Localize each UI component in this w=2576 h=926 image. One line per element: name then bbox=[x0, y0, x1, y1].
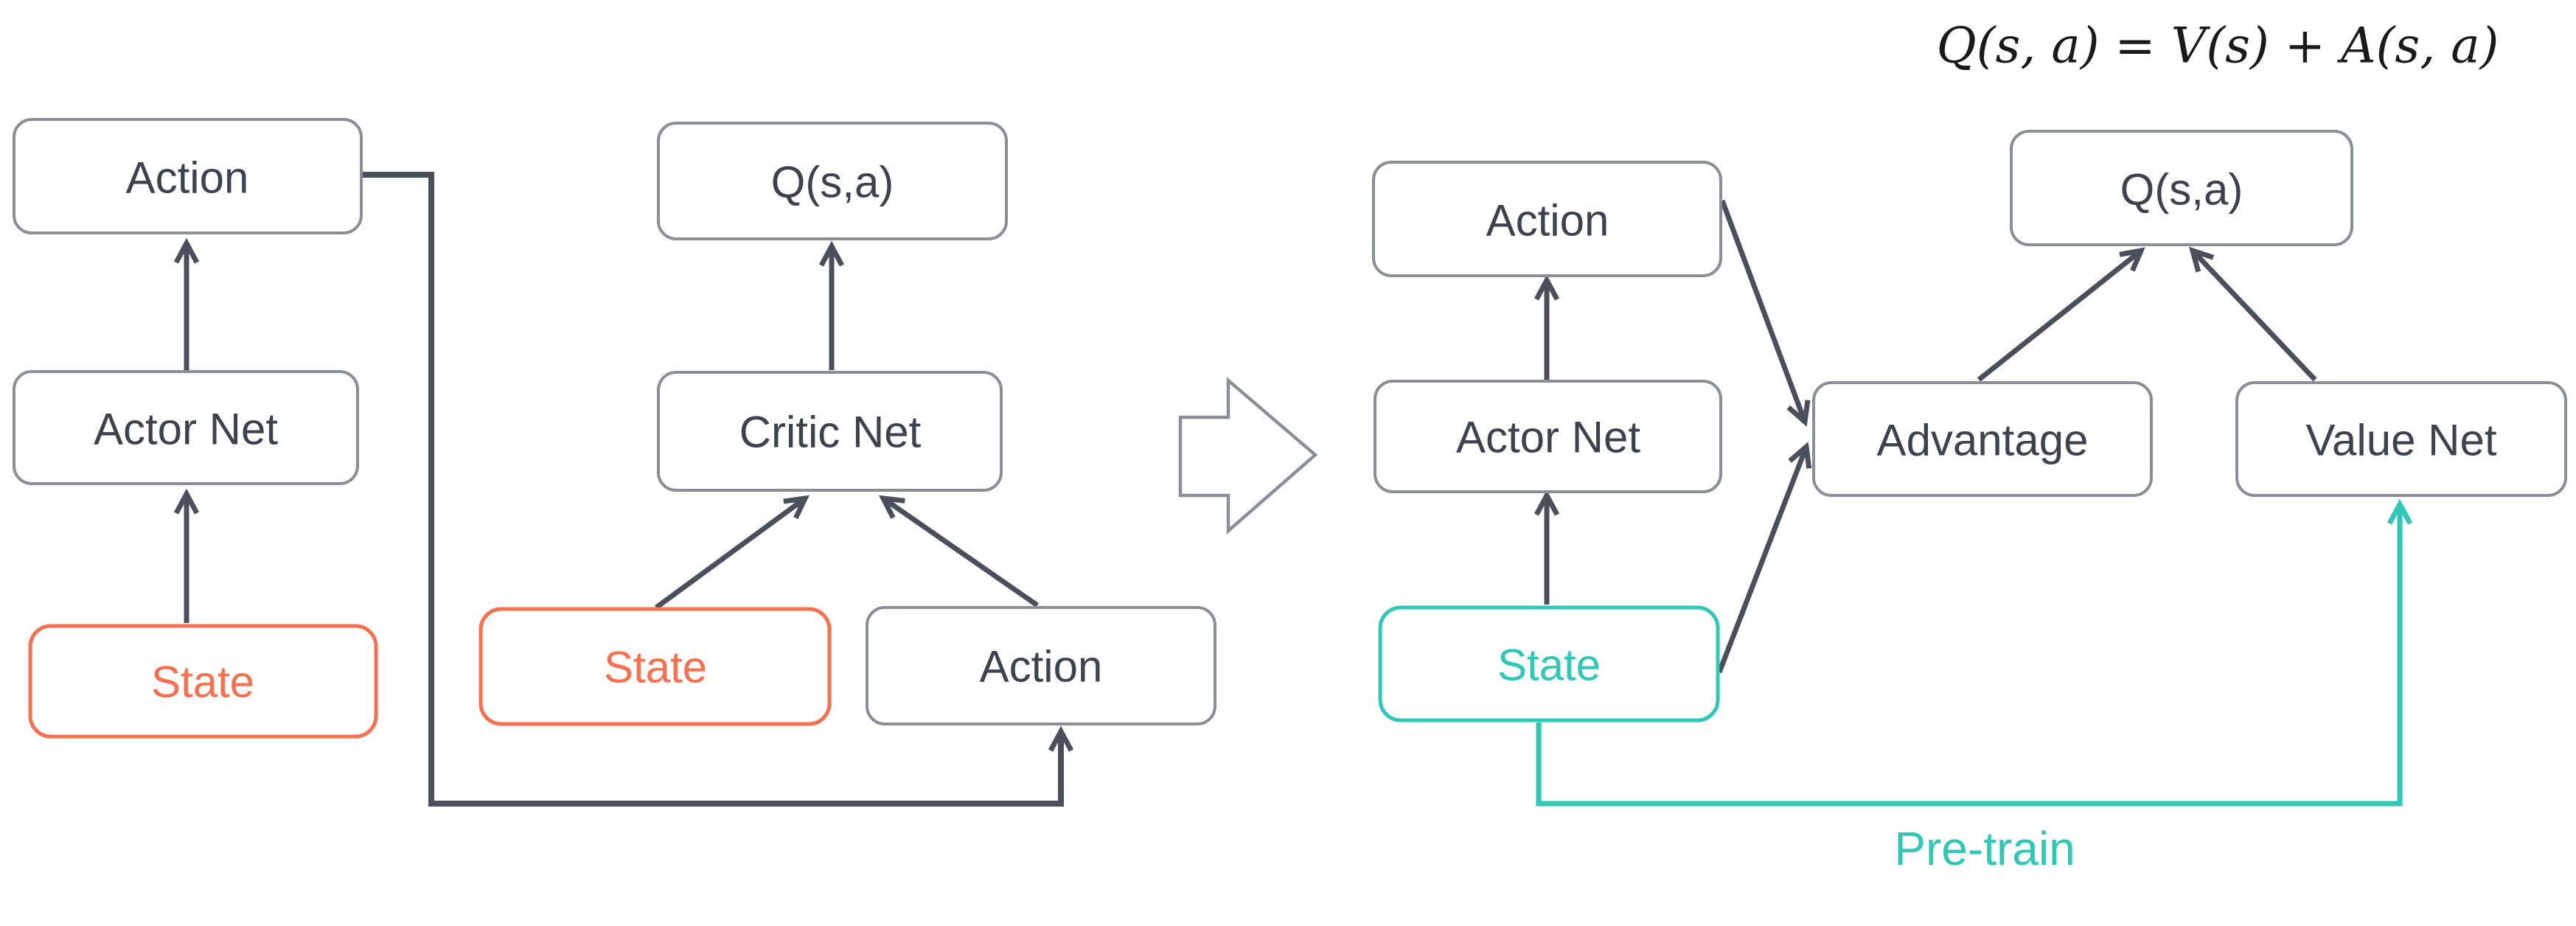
arrow-action-to-advantage bbox=[1719, 199, 1811, 427]
middle-q-label: Q(s,a) bbox=[771, 158, 894, 207]
node-advantage: Advantage bbox=[1812, 381, 2153, 497]
advantage-label: Advantage bbox=[1877, 416, 2089, 465]
node-left-state: State bbox=[28, 624, 378, 739]
node-right-action: Action bbox=[1372, 161, 1722, 277]
middle-q-box bbox=[657, 122, 1008, 240]
arrow-value-net-to-q bbox=[2188, 246, 2317, 382]
left-state-box bbox=[28, 624, 378, 739]
right-q-box bbox=[2010, 130, 2353, 246]
arrow-action-feed-to-critic-action bbox=[363, 172, 1074, 807]
right-q-label: Q(s,a) bbox=[2120, 165, 2243, 215]
arrow-state-to-critic-net bbox=[654, 495, 810, 610]
right-actor-net-label: Actor Net bbox=[1456, 413, 1640, 462]
left-action-box bbox=[13, 118, 363, 234]
pretrain-label: Pre-train bbox=[1894, 822, 2075, 875]
left-state-label: State bbox=[151, 658, 254, 707]
node-left-actor-net: Actor Net bbox=[13, 370, 359, 485]
right-action-box bbox=[1372, 161, 1722, 277]
right-action-label: Action bbox=[1486, 196, 1609, 246]
q-decomposition-equation: Q(s, a) = V(s) + A(s, a) bbox=[1937, 18, 2499, 74]
arrow-action-to-critic-net bbox=[878, 495, 1039, 608]
transform-right-arrow-icon bbox=[1178, 377, 1318, 535]
right-state-box bbox=[1378, 605, 1720, 723]
middle-state-box bbox=[478, 607, 832, 726]
node-middle-q: Q(s,a) bbox=[657, 122, 1008, 240]
left-actor-net-box bbox=[13, 370, 359, 485]
node-right-state: State bbox=[1378, 605, 1720, 723]
arrow-state-to-advantage bbox=[1716, 442, 1812, 674]
middle-action-box bbox=[866, 606, 1216, 725]
middle-critic-net-box bbox=[657, 371, 1003, 492]
right-actor-net-box bbox=[1374, 380, 1722, 493]
arrow-advantage-to-q bbox=[1977, 247, 2145, 382]
node-left-action: Action bbox=[13, 118, 363, 234]
node-value-net: Value Net bbox=[2235, 381, 2567, 497]
node-middle-action: Action bbox=[866, 606, 1216, 725]
middle-action-label: Action bbox=[980, 642, 1103, 692]
node-middle-critic-net: Critic Net bbox=[657, 371, 1003, 492]
left-actor-net-label: Actor Net bbox=[94, 405, 278, 454]
node-middle-state: State bbox=[478, 607, 832, 726]
value-net-box bbox=[2235, 381, 2567, 497]
advantage-box bbox=[1812, 381, 2153, 497]
middle-critic-net-label: Critic Net bbox=[739, 408, 922, 457]
middle-state-label: State bbox=[604, 643, 707, 692]
node-right-q: Q(s,a) bbox=[2010, 130, 2353, 246]
value-net-label: Value Net bbox=[2305, 416, 2496, 465]
left-action-label: Action bbox=[126, 153, 249, 203]
arrow-pretrain-state-to-value-net bbox=[1536, 498, 2413, 807]
right-state-label: State bbox=[1497, 641, 1601, 690]
node-right-actor-net: Actor Net bbox=[1374, 380, 1722, 493]
